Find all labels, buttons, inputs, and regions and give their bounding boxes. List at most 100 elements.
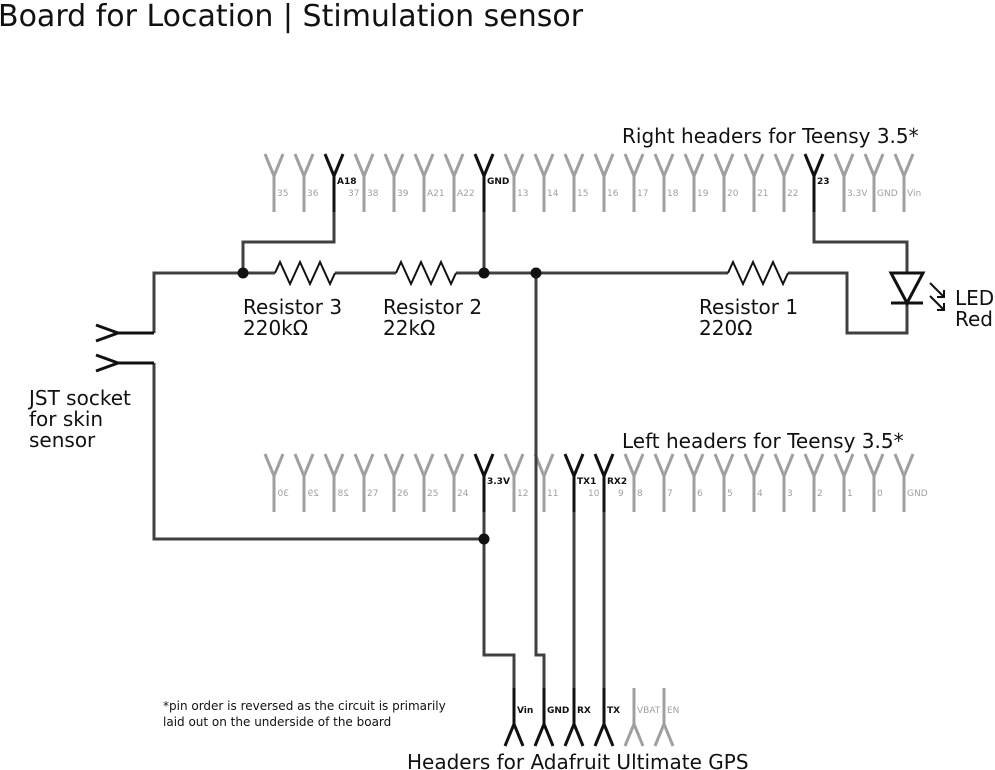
left-header-pin-label: GND [907, 489, 928, 499]
gps-header-pin: RX [563, 688, 591, 747]
left-header-pin: 3.3V [473, 453, 510, 512]
wire-jst-to-3v3 [152, 363, 484, 541]
right-header-pin: 14 [533, 153, 559, 212]
right-header-pin: Vin [893, 153, 921, 212]
left-header-pin: 24 [443, 453, 469, 512]
led-label-line2: Red [955, 307, 993, 331]
gps-header-pin: TX [593, 688, 620, 747]
left-header-pin: 8 [623, 453, 645, 512]
resistor-2-value: 22kΩ [383, 316, 435, 340]
left-header-label: Left headers for Teensy 3.5* [622, 429, 904, 453]
right-header-pin-label: A18 [337, 177, 357, 187]
gps-header-pin: GND [533, 688, 569, 747]
right-header-pin: A21 [413, 153, 445, 212]
wire-jst-to-r3 [152, 271, 275, 333]
resistor-1-value: 220Ω [699, 316, 752, 340]
right-header-pin: 23 [803, 153, 830, 212]
resistor-3-icon [274, 259, 336, 287]
left-header-pin: 26 [383, 453, 409, 512]
footnote-line2: laid out on the underside of the board [163, 715, 391, 729]
right-header-pin: 21 [743, 153, 768, 212]
right-header-pin: GND [863, 153, 898, 212]
gps-header-pin-label: EN [667, 706, 679, 716]
left-header-pin-label: 3 [787, 489, 793, 499]
junction-dot [237, 267, 249, 279]
right-header-pin-number: 37 [348, 189, 359, 199]
right-header-pin-label: 18 [667, 189, 679, 199]
jst-label-line2: for skin [29, 407, 103, 431]
right-header-pin-label: A22 [457, 189, 475, 199]
right-header-pin-label: Vin [907, 189, 921, 199]
right-header-pin-label: 19 [697, 189, 709, 199]
left-header-pin-label: RX2 [607, 477, 627, 487]
right-header-pin: 38 [353, 153, 379, 212]
junction-dot [478, 267, 490, 279]
wire-pin23-led [812, 212, 909, 273]
right-header-pin-label: 39 [397, 189, 409, 199]
right-header-pin: 18 [653, 153, 679, 212]
right-header-pin: 13 [503, 153, 528, 212]
resistor-2-name: Resistor 2 [383, 295, 482, 319]
gps-header-label: Headers for Adafruit Ultimate GPS [407, 750, 749, 770]
left-header-pin: 27 [353, 453, 378, 512]
led-icon [888, 271, 945, 311]
left-header-pin: 25 [413, 453, 438, 512]
gps-header-pin: Vin [503, 688, 533, 747]
left-header-pin: 3 [773, 453, 795, 512]
right-header-pin-label: 16 [607, 189, 619, 199]
left-header-pin-label: 28 [337, 489, 349, 499]
left-header-pin: 7 [653, 453, 675, 512]
right-header-pin: 16 [593, 153, 619, 212]
resistor-1-name: Resistor 1 [699, 295, 798, 319]
left-header-pin: 0 [863, 453, 885, 512]
left-header-pin: 1 [833, 453, 855, 512]
left-header-pin-label: 25 [427, 489, 438, 499]
wire-gnd-to-gps [534, 273, 546, 688]
left-header-pin-label: 5 [727, 489, 733, 499]
left-header-pin-label: 6 [697, 489, 703, 499]
right-header-pin-label: 35 [277, 189, 288, 199]
right-header-pin: 36 [293, 153, 319, 212]
left-header-pin-label: 12 [517, 489, 528, 499]
gps-header-pin-label: VBAT [637, 706, 661, 716]
left-header-pin-label: 0 [877, 489, 883, 499]
left-header-pin: 6 [683, 453, 705, 512]
left-header-pin-label: 8 [637, 489, 643, 499]
right-header-pin: 20 [713, 153, 739, 212]
right-header-pin-label: 22 [787, 189, 798, 199]
led-label-line1: LED [955, 286, 994, 310]
left-header-pin: 2 [803, 453, 825, 512]
wire-3v3-to-gps [482, 512, 516, 688]
left-header-pin: 28 [323, 453, 349, 512]
left-header-pin: 5 [713, 453, 735, 512]
footnote-line1: *pin order is reversed as the circuit is… [163, 699, 446, 713]
wire-a18 [241, 212, 336, 273]
left-header-pin-label: 4 [757, 489, 763, 499]
right-header-pin-label: 14 [547, 189, 559, 199]
left-header-pin-number: 10 [588, 489, 600, 499]
right-header-pin-label: 17 [637, 189, 648, 199]
page-title: Board for Location | Stimulation sensor [0, 0, 584, 34]
right-header-pin-label: GND [877, 189, 898, 199]
left-header-pin-number: 9 [618, 489, 624, 499]
right-header-pin-label: 3.3V [847, 189, 868, 199]
gps-header-pin-label: Vin [517, 706, 533, 716]
left-header-pin-label: TX1 [577, 477, 596, 487]
gps-header-pin: EN [653, 688, 679, 747]
left-header-pin: 30 [263, 453, 289, 512]
left-header-pin: 4 [743, 453, 765, 512]
left-header-pin-label: 7 [667, 489, 673, 499]
right-header-pin-label: 36 [307, 189, 319, 199]
wiring [95, 212, 909, 688]
right-header-pin: 17 [623, 153, 648, 212]
jst-label-line1: JST socket [27, 386, 131, 410]
right-header-pin: 35 [263, 153, 288, 212]
left-header-pin-label: 1 [847, 489, 853, 499]
left-header-pin: 29 [293, 453, 319, 512]
right-header-pin-label: 38 [367, 189, 379, 199]
right-header-pin: 19 [683, 153, 709, 212]
